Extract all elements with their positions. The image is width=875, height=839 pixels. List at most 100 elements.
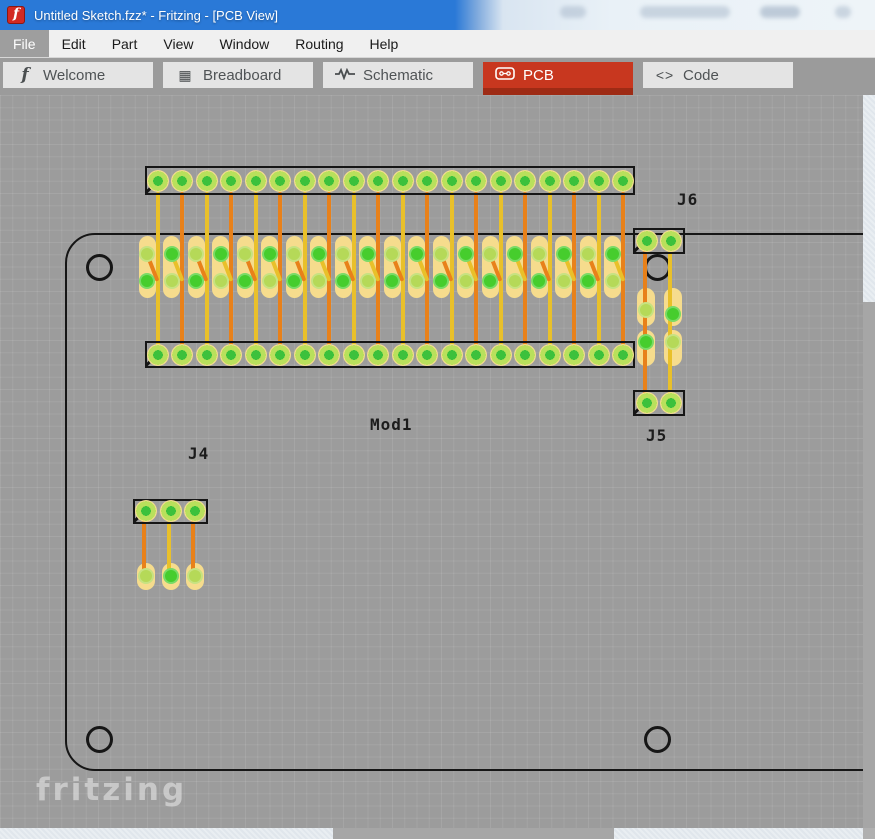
through-hole-pad[interactable] bbox=[293, 344, 316, 366]
copper-trace[interactable] bbox=[449, 192, 454, 350]
tab-breadboard[interactable]: ▦ Breadboard bbox=[163, 62, 313, 88]
through-hole-pad[interactable] bbox=[660, 230, 682, 252]
through-hole-pad[interactable] bbox=[440, 344, 463, 366]
smd-pad-dot[interactable] bbox=[555, 273, 572, 289]
tab-pcb[interactable]: PCB bbox=[483, 62, 633, 95]
through-hole-pad[interactable] bbox=[465, 344, 487, 366]
copper-trace[interactable] bbox=[523, 192, 527, 350]
smd-pad-dot[interactable] bbox=[408, 246, 425, 262]
through-hole-pad[interactable] bbox=[416, 344, 438, 366]
copper-trace[interactable] bbox=[547, 192, 552, 350]
smd-pad-dot[interactable] bbox=[286, 246, 302, 262]
through-hole-pad[interactable] bbox=[489, 344, 512, 366]
smd-pad-dot[interactable] bbox=[604, 246, 621, 262]
through-hole-pad[interactable] bbox=[587, 170, 610, 192]
smd-pad-dot[interactable] bbox=[139, 246, 155, 262]
smd-pad-dot[interactable] bbox=[237, 246, 253, 262]
copper-trace[interactable] bbox=[572, 192, 576, 350]
through-hole-pad[interactable] bbox=[416, 170, 438, 192]
smd-pad-dot[interactable] bbox=[384, 246, 400, 262]
copper-trace[interactable] bbox=[253, 192, 258, 350]
smd-pad-dot[interactable] bbox=[665, 334, 681, 350]
smd-pad-dot[interactable] bbox=[506, 246, 523, 262]
smd-pad-dot[interactable] bbox=[457, 273, 474, 289]
through-hole-pad[interactable] bbox=[514, 170, 536, 192]
through-hole-pad[interactable] bbox=[489, 170, 512, 192]
silkscreen-label[interactable]: J5 bbox=[646, 426, 668, 445]
smd-pad-dot[interactable] bbox=[580, 273, 596, 289]
mounting-hole[interactable] bbox=[643, 725, 671, 753]
copper-trace[interactable] bbox=[351, 192, 356, 350]
mounting-hole[interactable] bbox=[85, 725, 113, 753]
menu-window[interactable]: Window bbox=[219, 35, 270, 52]
through-hole-pad[interactable] bbox=[146, 170, 169, 192]
smd-pad-dot[interactable] bbox=[310, 246, 327, 262]
copper-trace[interactable] bbox=[425, 192, 429, 350]
copper-trace[interactable] bbox=[596, 192, 601, 350]
tab-code[interactable]: <> Code bbox=[643, 62, 793, 88]
smd-pad-dot[interactable] bbox=[187, 568, 203, 584]
through-hole-pad[interactable] bbox=[342, 170, 365, 192]
mounting-hole[interactable] bbox=[85, 253, 113, 281]
copper-trace[interactable] bbox=[155, 192, 160, 350]
through-hole-pad[interactable] bbox=[660, 392, 682, 414]
pcb-board-outline[interactable] bbox=[65, 233, 875, 771]
menu-file[interactable]: File bbox=[0, 30, 49, 57]
menu-edit[interactable]: Edit bbox=[61, 35, 86, 52]
smd-pad-dot[interactable] bbox=[638, 302, 654, 318]
smd-pad-dot[interactable] bbox=[212, 273, 229, 289]
through-hole-pad[interactable] bbox=[269, 344, 291, 366]
copper-trace[interactable] bbox=[204, 192, 209, 350]
copper-trace[interactable] bbox=[621, 192, 625, 350]
smd-pad-dot[interactable] bbox=[384, 273, 400, 289]
through-hole-pad[interactable] bbox=[318, 170, 340, 192]
horizontal-scrollbar-thumb[interactable] bbox=[333, 828, 614, 839]
title-bar[interactable]: f Untitled Sketch.fzz* - Fritzing - [PCB… bbox=[0, 0, 875, 30]
through-hole-pad[interactable] bbox=[342, 344, 365, 366]
smd-pad-dot[interactable] bbox=[531, 246, 547, 262]
through-hole-pad[interactable] bbox=[391, 170, 414, 192]
through-hole-pad[interactable] bbox=[367, 170, 389, 192]
smd-pad-dot[interactable] bbox=[237, 273, 253, 289]
tab-schematic[interactable]: Schematic bbox=[323, 62, 473, 88]
through-hole-pad[interactable] bbox=[195, 344, 218, 366]
smd-pad-dot[interactable] bbox=[139, 273, 155, 289]
menu-help[interactable]: Help bbox=[369, 35, 399, 52]
copper-trace[interactable] bbox=[668, 250, 672, 394]
silkscreen-label[interactable]: Mod1 bbox=[370, 415, 413, 434]
through-hole-pad[interactable] bbox=[440, 170, 463, 192]
menu-view[interactable]: View bbox=[163, 35, 194, 52]
smd-pad-dot[interactable] bbox=[531, 273, 547, 289]
smd-pad-dot[interactable] bbox=[188, 246, 204, 262]
through-hole-pad[interactable] bbox=[184, 500, 206, 522]
through-hole-pad[interactable] bbox=[220, 170, 242, 192]
copper-trace[interactable] bbox=[142, 521, 146, 572]
copper-trace[interactable] bbox=[643, 250, 647, 394]
smd-pad-dot[interactable] bbox=[212, 246, 229, 262]
copper-trace[interactable] bbox=[400, 192, 405, 350]
smd-pad-dot[interactable] bbox=[261, 273, 278, 289]
through-hole-pad[interactable] bbox=[293, 170, 316, 192]
smd-pad-dot[interactable] bbox=[482, 246, 498, 262]
through-hole-pad[interactable] bbox=[391, 344, 414, 366]
through-hole-pad[interactable] bbox=[146, 344, 169, 366]
through-hole-pad[interactable] bbox=[159, 500, 182, 522]
through-hole-pad[interactable] bbox=[563, 170, 585, 192]
through-hole-pad[interactable] bbox=[563, 344, 585, 366]
smd-pad-dot[interactable] bbox=[359, 273, 376, 289]
smd-pad-dot[interactable] bbox=[335, 273, 351, 289]
through-hole-pad[interactable] bbox=[244, 170, 267, 192]
menu-routing[interactable]: Routing bbox=[295, 35, 344, 52]
through-hole-pad[interactable] bbox=[612, 170, 634, 192]
through-hole-pad[interactable] bbox=[171, 344, 193, 366]
smd-pad-dot[interactable] bbox=[138, 568, 154, 584]
through-hole-pad[interactable] bbox=[514, 344, 536, 366]
smd-pad-dot[interactable] bbox=[433, 246, 449, 262]
smd-pad-dot[interactable] bbox=[261, 246, 278, 262]
through-hole-pad[interactable] bbox=[195, 170, 218, 192]
smd-pad-dot[interactable] bbox=[163, 273, 180, 289]
smd-pad-dot[interactable] bbox=[335, 246, 351, 262]
smd-pad-dot[interactable] bbox=[638, 334, 654, 350]
copper-trace[interactable] bbox=[498, 192, 503, 350]
through-hole-pad[interactable] bbox=[171, 170, 193, 192]
